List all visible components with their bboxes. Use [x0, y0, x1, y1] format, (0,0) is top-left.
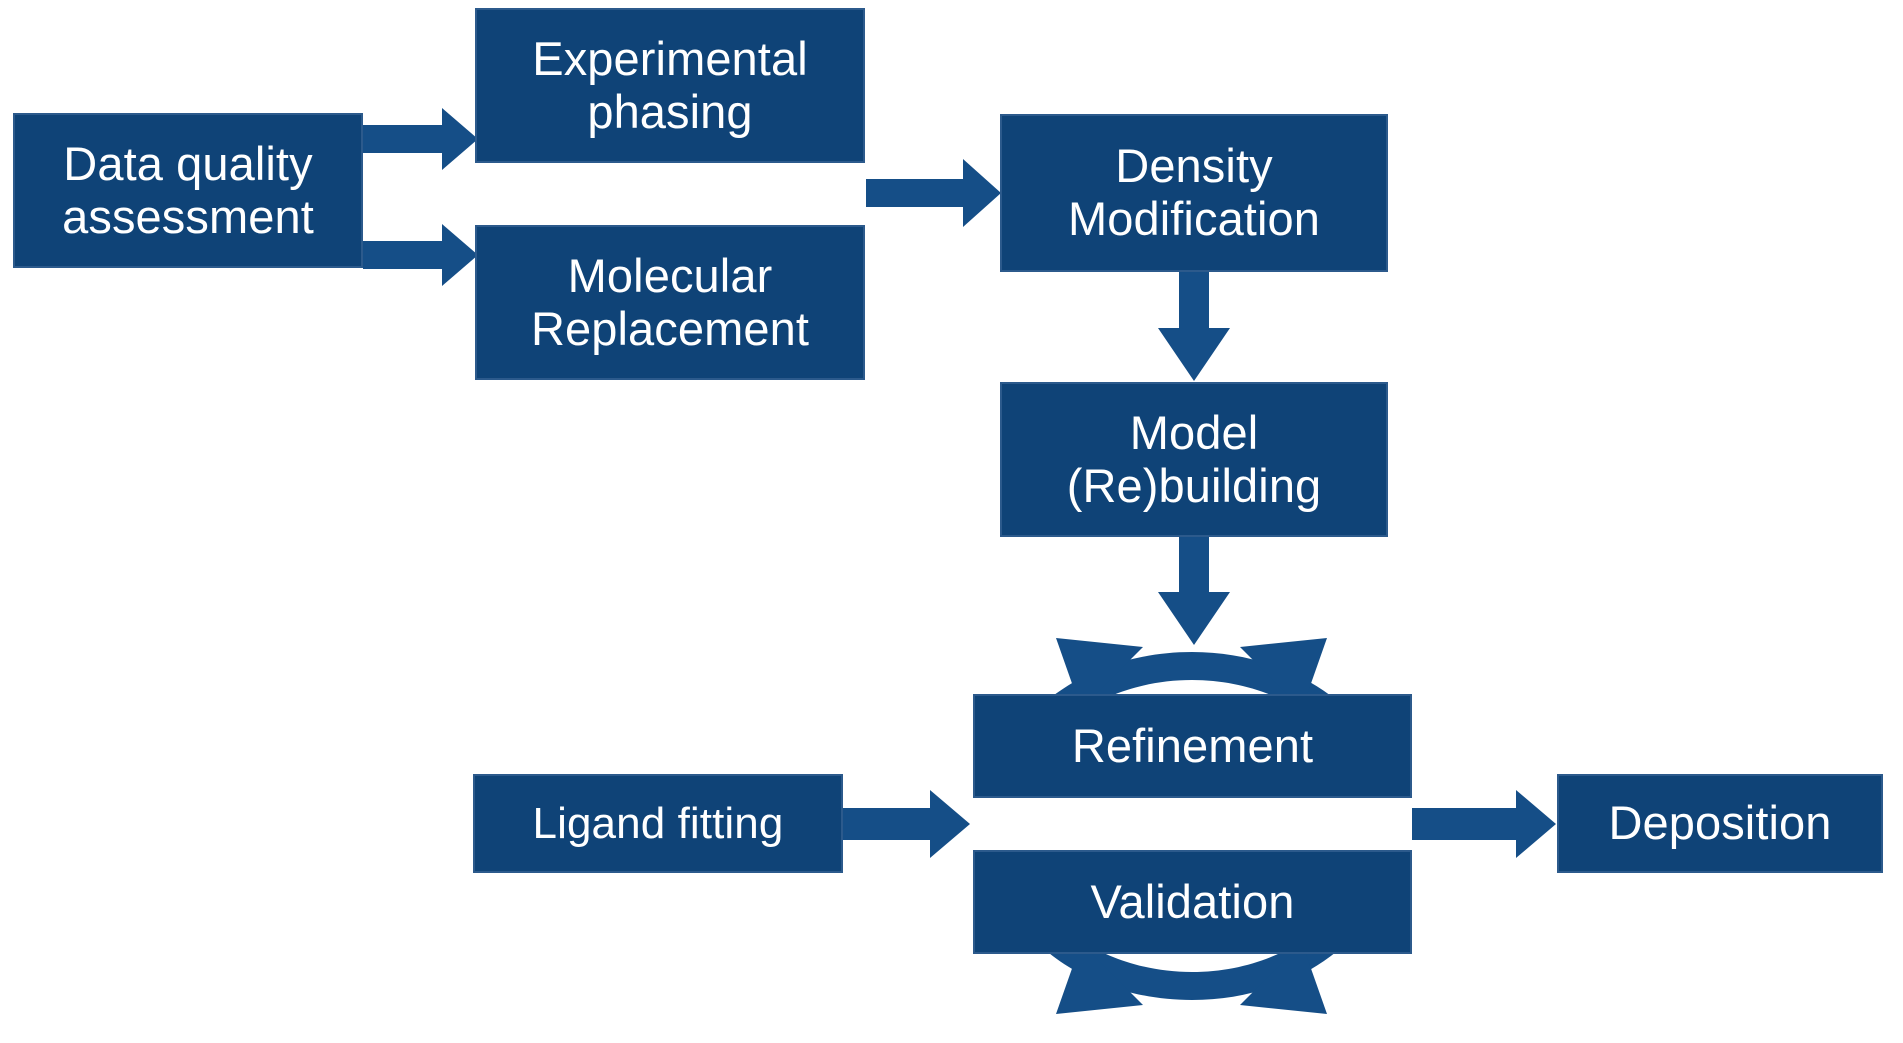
node-experimental-phasing[interactable]: Experimental phasing: [475, 8, 865, 163]
node-validation[interactable]: Validation: [973, 850, 1412, 954]
node-density-modification[interactable]: Density Modification: [1000, 114, 1388, 272]
cycle-arc-top-right-arrowhead: [1240, 638, 1327, 709]
arrow-data-quality-to-molecular-replacement: [363, 224, 478, 286]
node-refinement[interactable]: Refinement: [973, 694, 1412, 798]
cycle-arc-bottom-right-arrowhead: [1240, 943, 1327, 1014]
node-label: Model (Re)building: [1066, 405, 1322, 512]
node-label: Validation: [1090, 874, 1295, 928]
node-molecular-replacement[interactable]: Molecular Replacement: [475, 225, 865, 380]
cycle-arc-top-left-arrowhead: [1056, 638, 1143, 709]
node-label: Data quality assessment: [62, 136, 314, 243]
node-label: Deposition: [1608, 796, 1832, 850]
node-label: Ligand fitting: [532, 798, 784, 848]
node-label: Refinement: [1071, 718, 1314, 772]
arrow-density-modification-to-model-rebuilding: [1158, 272, 1230, 381]
node-label: Molecular Replacement: [530, 248, 810, 355]
arrow-cycle-to-deposition: [1412, 790, 1556, 858]
node-ligand-fitting[interactable]: Ligand fitting: [473, 774, 843, 873]
node-label: Experimental phasing: [532, 31, 808, 138]
node-model-rebuilding[interactable]: Model (Re)building: [1000, 382, 1388, 537]
arrow-data-quality-to-experimental-phasing: [363, 108, 478, 170]
node-label: Density Modification: [1068, 139, 1320, 245]
node-deposition[interactable]: Deposition: [1557, 774, 1883, 873]
arrow-model-rebuilding-to-refinement: [1158, 537, 1230, 645]
arrow-phasing-to-density-modification: [866, 159, 1001, 227]
arrow-ligand-fitting-to-refinement: [843, 790, 970, 858]
cycle-arc-bottom-left-arrowhead: [1056, 943, 1143, 1014]
node-data-quality-assessment[interactable]: Data quality assessment: [13, 113, 363, 268]
